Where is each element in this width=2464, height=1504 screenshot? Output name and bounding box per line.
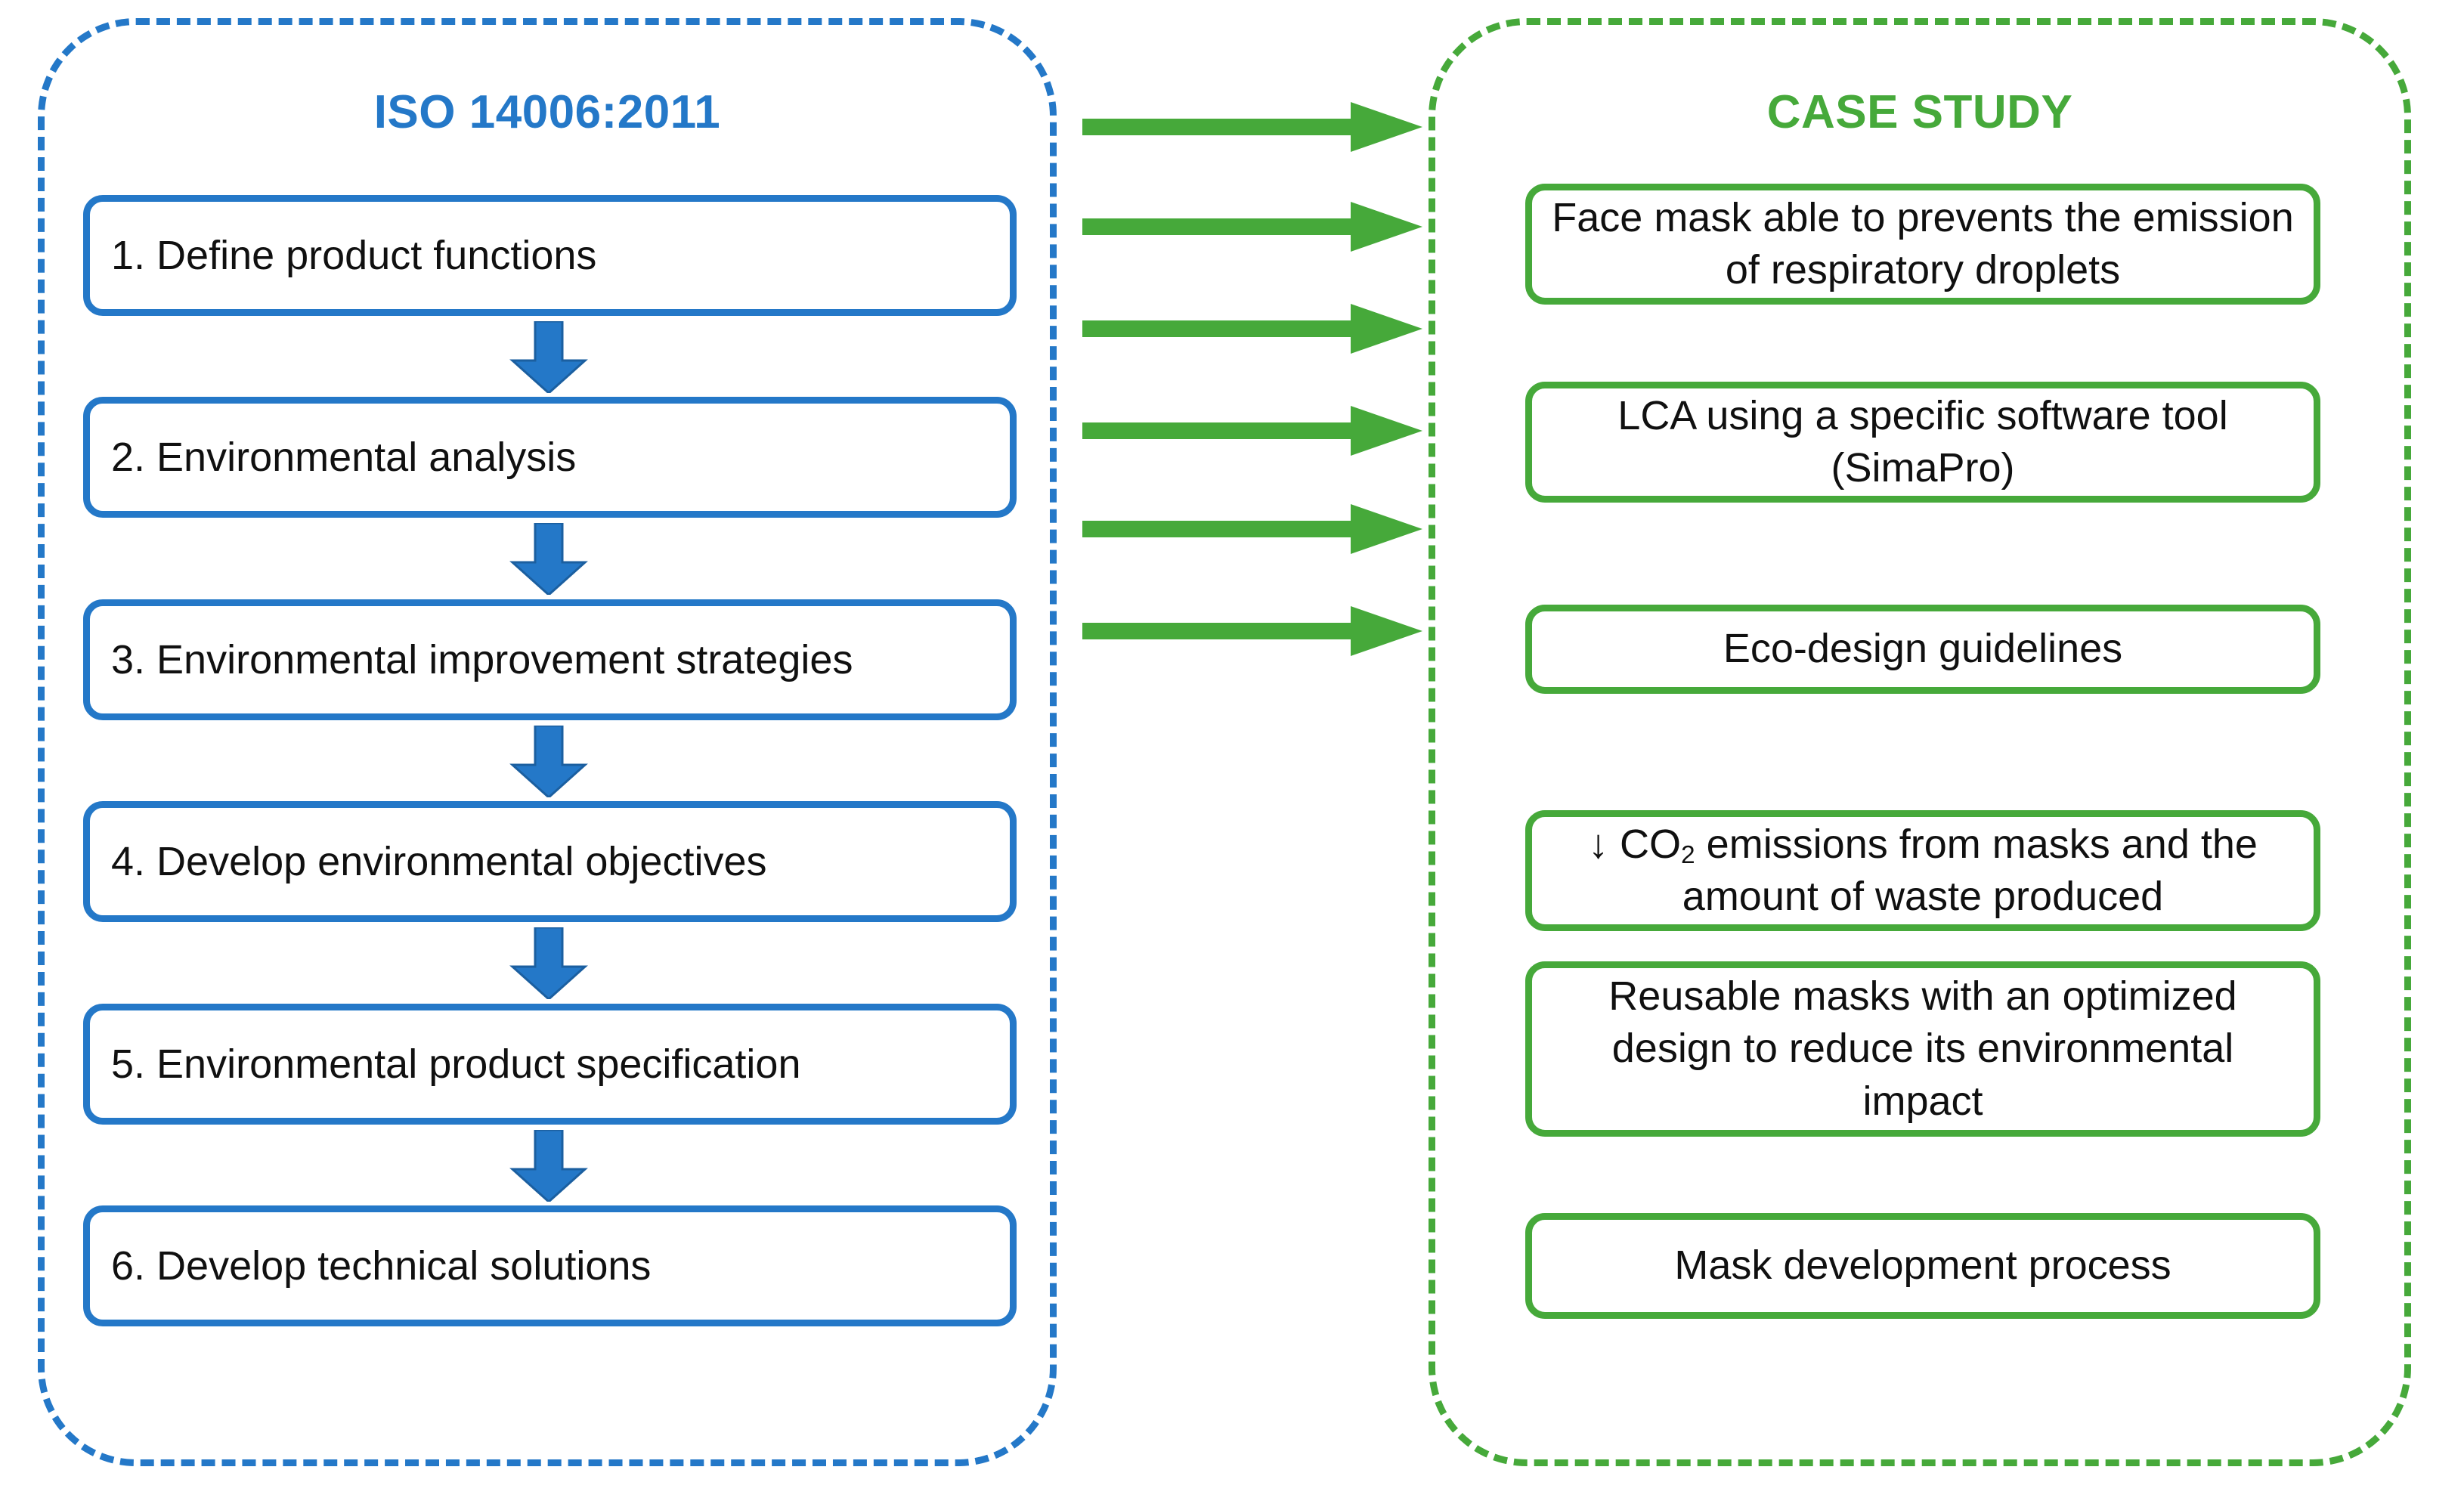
right-arrow-icon-3 [1082,304,1422,354]
iso-panel-container [38,18,1057,1466]
down-arrow-icon-2 [509,523,588,595]
down-arrow-icon-5 [509,1130,588,1202]
step-box-1[interactable]: 1. Define product functions [83,195,1017,316]
case-box-3-label: Eco-design guidelines [1723,626,2123,672]
case-box-2-label: LCA using a specific software tool (Sima… [1617,392,2228,491]
step-box-2[interactable]: 2. Environmental analysis [83,397,1017,518]
case-box-4-label-suffix: emissions from masks and the amount of w… [1682,821,2258,919]
case-box-4-label-subscript: 2 [1681,841,1695,870]
step-box-3-label: 3. Environmental improvement strategies [111,636,853,682]
step-box-6-label: 6. Develop technical solutions [111,1243,652,1289]
case-box-6-label: Mask development process [1674,1243,2171,1289]
case-box-5-label: Reusable masks with an optimized design … [1608,973,2237,1124]
step-box-3[interactable]: 3. Environmental improvement strategies [83,599,1017,720]
step-box-1-label: 1. Define product functions [111,232,597,278]
step-box-5-label: 5. Environmental product specification [111,1041,801,1087]
case-box-1[interactable]: Face mask able to prevents the emission … [1525,184,2320,305]
right-arrow-icon-6 [1082,606,1422,656]
step-box-6[interactable]: 6. Develop technical solutions [83,1205,1017,1326]
case-box-6[interactable]: Mask development process [1525,1213,2320,1319]
case-box-2[interactable]: LCA using a specific software tool (Sima… [1525,382,2320,503]
case-study-panel-title: CASE STUDY [1766,86,2073,138]
right-arrow-icon-4 [1082,406,1422,456]
step-box-2-label: 2. Environmental analysis [111,434,577,480]
case-box-4-label: ↓ CO2 emissions from masks and the amoun… [1549,819,2297,923]
step-box-4[interactable]: 4. Develop environmental objectives [83,801,1017,922]
step-box-5[interactable]: 5. Environmental product specification [83,1004,1017,1125]
iso-panel-title: ISO 14006:2011 [373,86,721,138]
case-box-1-label: Face mask able to prevents the emission … [1552,194,2294,292]
step-box-4-label: 4. Develop environmental objectives [111,838,767,884]
case-box-4-label-prefix: ↓ CO [1588,821,1682,867]
down-arrow-icon-4 [509,927,588,999]
down-arrow-icon-3 [509,726,588,797]
case-box-4[interactable]: ↓ CO2 emissions from masks and the amoun… [1525,810,2320,931]
case-box-3[interactable]: Eco-design guidelines [1525,605,2320,694]
right-arrow-icon-5 [1082,504,1422,554]
down-arrow-icon-1 [509,321,588,393]
case-study-panel-container [1429,18,2411,1466]
right-arrow-icon-2 [1082,202,1422,252]
right-arrow-icon-1 [1082,102,1422,152]
case-box-5[interactable]: Reusable masks with an optimized design … [1525,961,2320,1137]
